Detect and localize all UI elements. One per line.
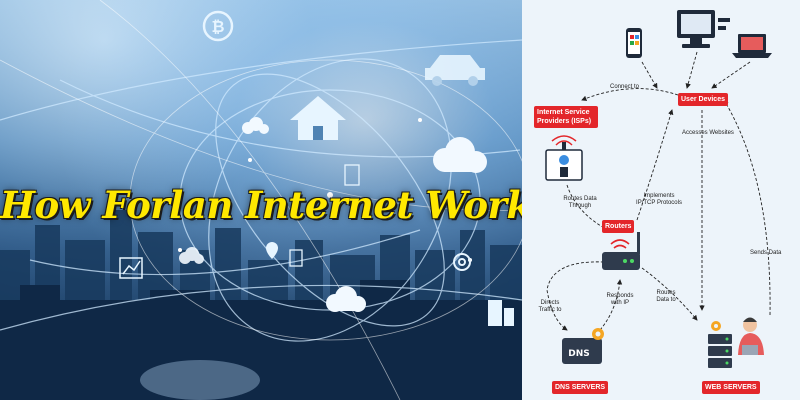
- implements-ip-tcp-label: Implements IP/TCP Protocols: [636, 193, 682, 206]
- isp-tower-icon: [545, 135, 583, 181]
- cloud-icon: [433, 137, 487, 173]
- chart-icon: [119, 257, 143, 279]
- cloud-icon: [326, 286, 366, 312]
- hero-photo: ₿: [0, 0, 522, 400]
- laptop-icon: [732, 34, 772, 58]
- web-servers-badge: WEB SERVERS: [702, 381, 760, 394]
- accesses-websites-label: Accesses Websites: [682, 130, 734, 136]
- cloud-icon: [179, 247, 204, 264]
- routes-data-through-label: Routes Data Through: [563, 196, 597, 209]
- web-server-icon: [708, 321, 732, 368]
- dns-server-icon: DNS: [562, 328, 604, 364]
- router-icon: [602, 232, 640, 270]
- routers-badge: Routers: [602, 220, 635, 233]
- dns-servers-badge: DNS SERVERS: [552, 381, 609, 394]
- cloud-icon: [242, 117, 269, 134]
- responds-with-ip-label: Responds with IP: [606, 293, 634, 306]
- location-pin-icon: [266, 242, 278, 259]
- dns-glyph: DNS: [568, 349, 590, 359]
- smartphone-icon: [626, 28, 642, 58]
- banner-title: How Forlan Internet Works: [0, 183, 522, 227]
- isp-badge: Internet Service Providers (ISPs): [534, 106, 598, 128]
- car-icon: [425, 55, 485, 86]
- building-icon: [488, 300, 514, 326]
- desktop-computer-icon: [677, 10, 730, 48]
- diagram-connectors: DNS: [545, 10, 772, 368]
- bitcoin-icon: ₿: [202, 10, 234, 42]
- directs-traffic-label: Directs Traffic to: [538, 300, 562, 313]
- gear-icon: [453, 253, 471, 271]
- sends-data-label: Sends Data: [750, 250, 782, 256]
- home-icon: [290, 96, 346, 140]
- internet-diagram: DNS User Devices Internet Service Provid…: [522, 0, 800, 400]
- svg-text:₿: ₿: [211, 17, 224, 36]
- routes-data-to-label: Routes Data to: [656, 290, 676, 303]
- document-icon: [289, 164, 360, 267]
- user-devices-badge: User Devices: [678, 93, 728, 106]
- connect-to-label: Connect to: [610, 84, 640, 90]
- city-network-illustration: ₿: [0, 0, 522, 400]
- person-icon: [738, 317, 764, 355]
